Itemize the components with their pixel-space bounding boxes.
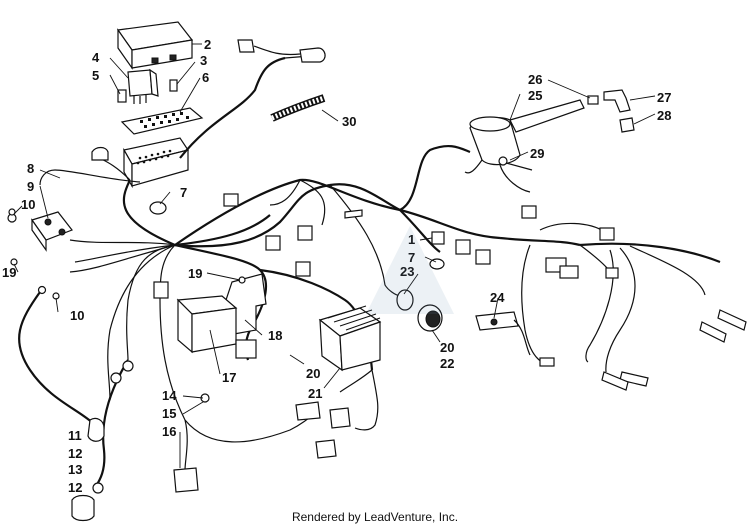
fuse-block-board-part bbox=[120, 107, 204, 135]
callout-18: 18 bbox=[268, 328, 282, 343]
callout-22: 22 bbox=[440, 356, 454, 371]
footer-credit: Rendered by LeadVenture, Inc. bbox=[291, 510, 459, 524]
fuse-part bbox=[117, 79, 178, 103]
callout-12-upper: 12 bbox=[68, 446, 82, 461]
main-wiring-harness bbox=[39, 55, 721, 471]
callout-23: 23 bbox=[400, 264, 414, 279]
callout-6: 6 bbox=[202, 70, 209, 85]
callout-labels: 2 3 4 5 6 7 8 9 10 19 10 19 18 17 14 15 … bbox=[2, 37, 671, 495]
watermark-logo bbox=[366, 226, 454, 314]
starter-solenoid-part bbox=[7, 211, 73, 252]
callout-12-lower: 12 bbox=[68, 480, 82, 495]
spark-plug-cap-part bbox=[587, 89, 635, 133]
callout-19-left: 19 bbox=[2, 265, 16, 280]
accessory-socket-part bbox=[396, 289, 443, 332]
callout-29: 29 bbox=[530, 146, 544, 161]
grommet-part bbox=[149, 201, 167, 215]
fuse-box-cover-part bbox=[116, 21, 194, 70]
harness-connector-top bbox=[237, 39, 326, 63]
callout-20-left: 20 bbox=[306, 366, 320, 381]
fuse-box-base-part bbox=[123, 137, 189, 189]
callout-8: 8 bbox=[27, 161, 34, 176]
callout-28: 28 bbox=[657, 108, 671, 123]
callout-16: 16 bbox=[162, 424, 176, 439]
callout-2: 2 bbox=[204, 37, 211, 52]
callout-7-lower: 7 bbox=[408, 250, 415, 265]
callout-25: 25 bbox=[528, 88, 542, 103]
cdi-module-part bbox=[176, 295, 257, 359]
voltage-regulator-part bbox=[318, 305, 382, 372]
callout-10-upper: 10 bbox=[21, 197, 35, 212]
sensor-bracket-part bbox=[475, 311, 555, 367]
callout-30: 30 bbox=[342, 114, 356, 129]
hose-part bbox=[270, 94, 326, 122]
callout-5: 5 bbox=[92, 68, 99, 83]
callout-27: 27 bbox=[657, 90, 671, 105]
terminal-lug-part bbox=[91, 146, 445, 403]
callout-13: 13 bbox=[68, 462, 82, 477]
callout-3: 3 bbox=[200, 53, 207, 68]
ignition-coil-part bbox=[464, 99, 585, 193]
callout-15: 15 bbox=[162, 406, 176, 421]
battery-cable-part bbox=[18, 291, 134, 522]
callout-21: 21 bbox=[308, 386, 322, 401]
callout-26: 26 bbox=[528, 72, 542, 87]
harness-connector-right bbox=[431, 205, 747, 391]
callout-20-right: 20 bbox=[440, 340, 454, 355]
callout-10-lower: 10 bbox=[70, 308, 84, 323]
callout-1: 1 bbox=[408, 232, 415, 247]
nut-part bbox=[8, 208, 60, 300]
relay-part bbox=[127, 68, 159, 104]
callout-17: 17 bbox=[222, 370, 236, 385]
callout-14: 14 bbox=[162, 388, 177, 403]
harness-connector-lower bbox=[153, 193, 351, 493]
callout-leader-lines bbox=[13, 43, 656, 468]
callout-11: 11 bbox=[68, 428, 82, 443]
callout-4: 4 bbox=[92, 50, 100, 65]
callout-9: 9 bbox=[27, 179, 34, 194]
screw-part bbox=[498, 156, 533, 171]
callout-7-upper: 7 bbox=[180, 185, 187, 200]
callout-19-center: 19 bbox=[188, 266, 202, 281]
callout-24: 24 bbox=[490, 290, 505, 305]
